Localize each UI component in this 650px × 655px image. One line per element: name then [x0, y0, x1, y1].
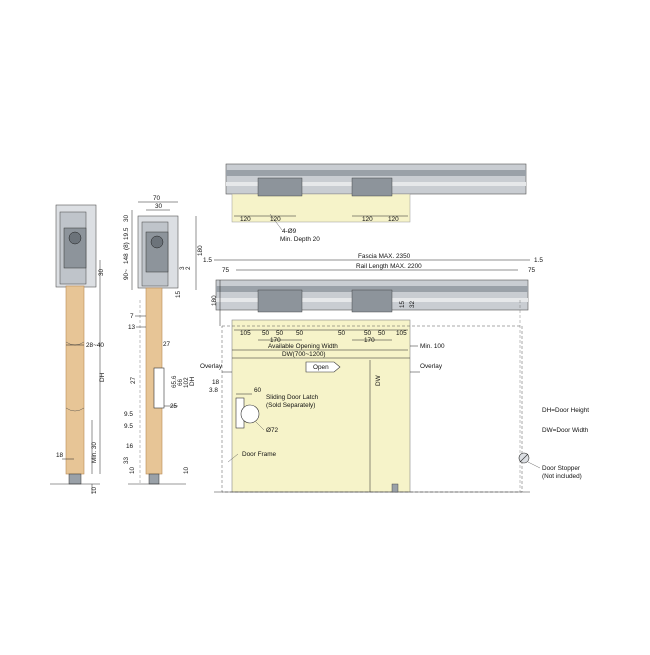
floor-guide-front [391, 483, 399, 493]
dim-v19-5: 19.5 [123, 227, 130, 240]
floor-guide-b [148, 473, 160, 485]
front-carriage-right [351, 289, 393, 313]
dim-v25: 25 [170, 403, 178, 410]
door-stopper-icon [518, 452, 530, 464]
dim-v90: 90~ [123, 269, 130, 280]
front-open: Open [313, 364, 329, 371]
front-dim-1-5-left: 1.5 [203, 257, 212, 264]
front-d50f: 50 [378, 330, 386, 337]
front-carriage-left [257, 289, 303, 313]
front-dim-3-8: 3.8 [209, 387, 218, 394]
side-section-view-a: 30 28~40 DH Min. 30 18 10 [50, 204, 106, 494]
front-d50e: 50 [364, 330, 372, 337]
dim-30: 30 [98, 268, 105, 276]
front-d105b: 105 [396, 330, 407, 337]
legend-dw: DW=Door Width [542, 427, 589, 434]
plan-door [231, 193, 411, 223]
front-d50c: 50 [296, 330, 304, 337]
dim-top-30: 30 [155, 203, 163, 210]
latch-handle-icon [240, 404, 260, 424]
plan-depth-label: Min. Depth 20 [280, 236, 320, 243]
front-dim-18: 18 [212, 379, 220, 386]
front-d50b: 50 [276, 330, 284, 337]
dim-v7: 7 [130, 313, 134, 320]
front-door-panel [231, 319, 411, 493]
front-d50a: 50 [262, 330, 270, 337]
front-dim-60: 60 [254, 387, 262, 394]
dim-v15: 15 [175, 290, 182, 298]
front-d170a: 170 [270, 337, 281, 344]
front-dim-32b: 32 [409, 300, 416, 308]
top-plan-view: 120 120 120 120 4-Ø9 Min. Depth 20 [225, 163, 527, 243]
dim-v10b: 10 [183, 466, 190, 474]
plan-dim-120a: 120 [240, 216, 251, 223]
plan-carriage-right [351, 177, 393, 197]
front-d50d: 50 [338, 330, 346, 337]
front-d170b: 170 [364, 337, 375, 344]
front-dim-15b: 15 [399, 300, 406, 308]
dim-v-dh: DH [189, 376, 196, 386]
front-available-opening: Available Opening Width [268, 343, 338, 350]
front-door-frame: Door Frame [242, 451, 277, 458]
dim-v27a: 27 [163, 341, 171, 348]
dim-70: 70 [153, 195, 161, 202]
legend-dh: DH=Door Height [542, 407, 589, 414]
side-section-view-b: 70 30 30 19.5 (8) 148 90~ 180 3 2 15 7 1… [123, 195, 204, 485]
front-dw-range: DW(700~1200) [282, 351, 326, 358]
dim-28-40: 28~40 [86, 342, 104, 349]
stopper-title: Door Stopper [542, 465, 581, 472]
stopper-sub: (Not included) [542, 473, 582, 480]
latch-plate-b [153, 367, 165, 409]
front-d105a: 105 [240, 330, 251, 337]
dim-v102: 102 [183, 377, 190, 388]
dim-v65-6: 65.6 [171, 375, 178, 388]
dim-v30: 30 [123, 214, 130, 222]
dim-v2: 2 [185, 266, 192, 270]
plan-carriage-left [257, 177, 303, 197]
front-dim-180: 180 [211, 295, 218, 306]
front-min100: Min. 100 [420, 343, 445, 350]
dim-v3: 3 [179, 266, 186, 270]
front-latch-title: Sliding Door Latch [266, 394, 319, 401]
front-dia72: Ø72 [266, 427, 279, 434]
dim-v33: 33 [123, 456, 130, 464]
plan-dim-120b: 120 [270, 216, 281, 223]
plan-dim-120c: 120 [362, 216, 373, 223]
dim-v9-5a: 9.5 [124, 411, 133, 418]
door-panel-a [65, 285, 85, 475]
dim-h180: 180 [197, 245, 204, 256]
front-dim-fascia: Fascia MAX. 2350 [358, 253, 411, 260]
plan-hole-label: 4-Ø9 [282, 228, 297, 235]
roller-wheel-a [68, 231, 82, 245]
front-dw-vert: DW [375, 374, 382, 386]
dim-v27b: 27 [130, 376, 137, 384]
dim-v8: (8) [123, 242, 130, 250]
front-overlay-left: Overlay [200, 363, 223, 370]
front-overlay-right: Overlay [420, 363, 443, 370]
front-dim-rail: Rail Length MAX. 2200 [356, 263, 422, 270]
dim-v148: 148 [123, 253, 130, 264]
front-dim-75-right: 75 [528, 267, 536, 274]
front-elevation-view: 1.5 Fascia MAX. 2350 1.5 75 Rail Length … [200, 253, 589, 493]
front-latch-sub: (Sold Separately) [266, 402, 315, 409]
floor-guide-a [68, 473, 82, 485]
dim-v9-5b: 9.5 [124, 423, 133, 430]
dim-v16: 16 [126, 443, 134, 450]
dim-v13: 13 [128, 324, 136, 331]
front-dim-1-5-right: 1.5 [534, 257, 543, 264]
dim-v66: 66 [177, 378, 184, 386]
dim-v10a: 10 [129, 466, 136, 474]
dim-min30: Min. 30 [91, 442, 98, 463]
dim-18: 18 [56, 452, 64, 459]
plan-dim-120d: 120 [388, 216, 399, 223]
dim-dh: DH [99, 372, 106, 382]
roller-wheel-b [150, 235, 164, 249]
front-dim-75-left: 75 [222, 267, 230, 274]
dim-10: 10 [91, 486, 98, 494]
open-arrow-icon [305, 361, 341, 373]
